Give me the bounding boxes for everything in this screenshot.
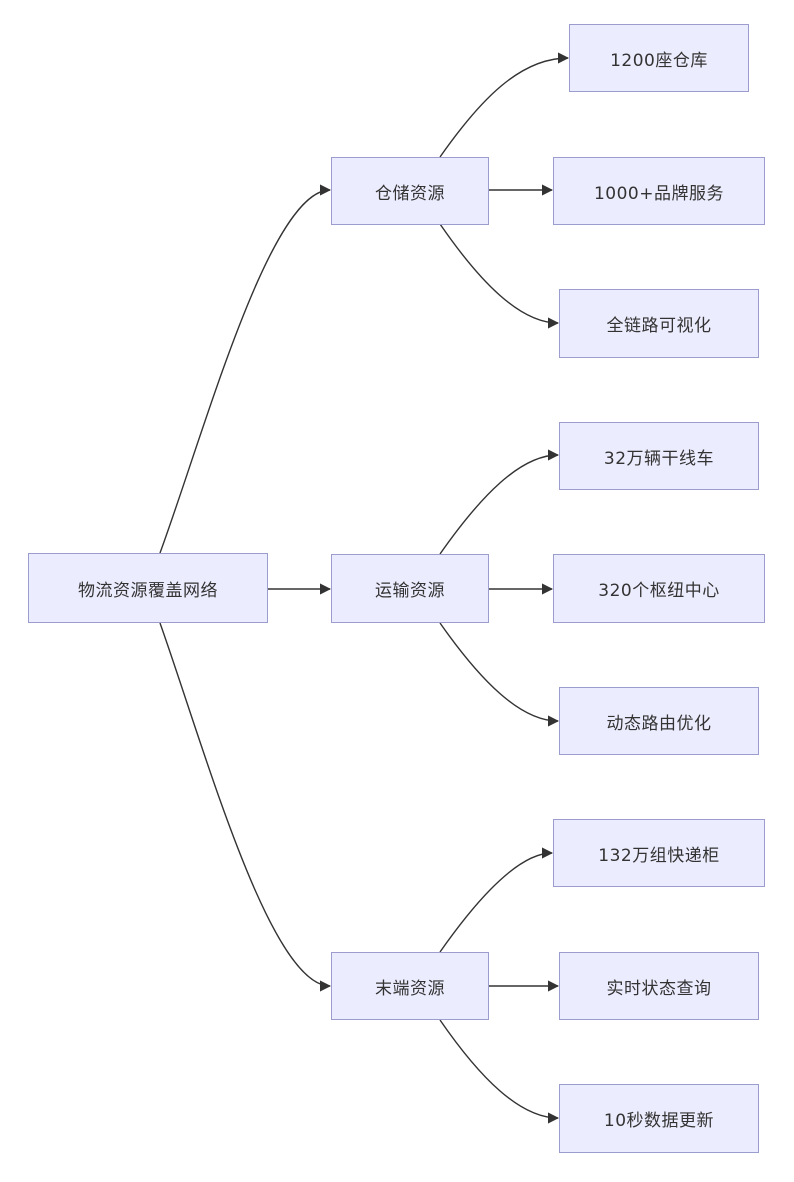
edge-root-to-lastmile [159, 622, 332, 992]
leaf-node-lockers: 132万组快递柜 [553, 819, 765, 887]
category-node-lastmile: 末端资源 [331, 952, 489, 1020]
leaf-node-status: 实时状态查询 [559, 952, 759, 1020]
leaf-node-warehouses: 1200座仓库 [569, 24, 749, 92]
leaf-node-routing: 动态路由优化 [559, 687, 759, 755]
root-node: 物流资源覆盖网络 [28, 553, 268, 623]
leaf-node-trucks: 32万辆干线车 [559, 422, 759, 490]
edge-lastmile-to-lockers [439, 847, 554, 953]
leaf-node-hubs: 320个枢纽中心 [553, 554, 765, 623]
leaf-node-updates: 10秒数据更新 [559, 1084, 759, 1153]
edge-transport-to-trucks [439, 449, 560, 555]
category-node-transport: 运输资源 [331, 554, 489, 623]
edge-transport-to-routing [439, 622, 560, 727]
edge-root-to-storage [159, 184, 332, 554]
edge-lastmile-to-updates [439, 1019, 560, 1124]
category-node-storage: 仓储资源 [331, 157, 489, 225]
edge-storage-to-visibility [439, 223, 560, 329]
leaf-node-visibility: 全链路可视化 [559, 289, 759, 358]
edge-storage-to-warehouses [439, 52, 570, 158]
leaf-node-brands: 1000+品牌服务 [553, 157, 765, 225]
